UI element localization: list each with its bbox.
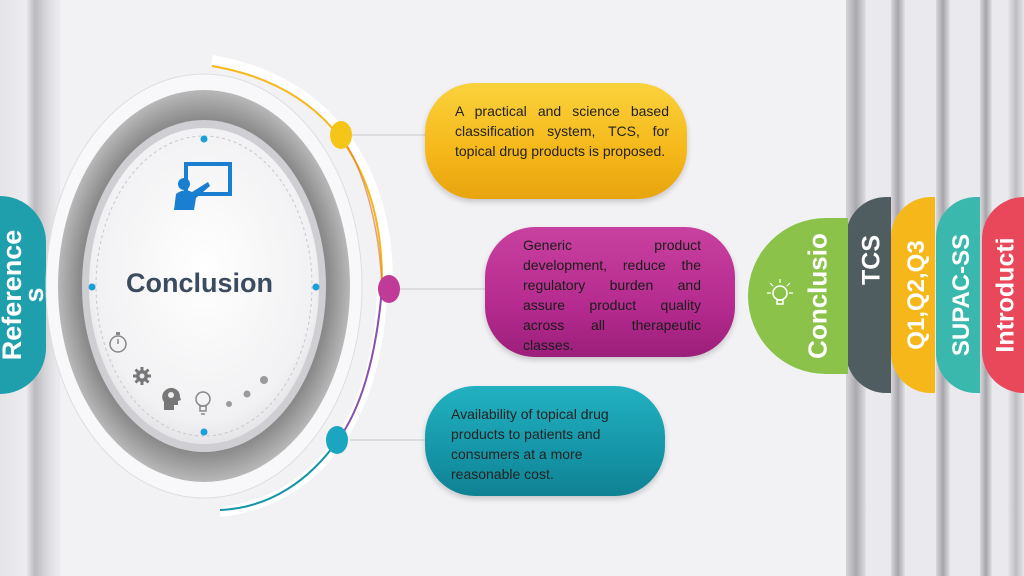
tab-q1q2q3[interactable]: Q1,Q2,Q3 bbox=[891, 197, 935, 393]
page-title: Conclusion bbox=[126, 268, 273, 298]
node-dot-2 bbox=[378, 275, 400, 303]
point-1-text: A practical and science based classifica… bbox=[455, 103, 669, 159]
point-2: Generic product development, reduce the … bbox=[485, 227, 735, 357]
presentation-icon bbox=[174, 162, 232, 210]
point-2-text: Generic product development, reduce the … bbox=[523, 237, 701, 353]
head-gears-icon bbox=[162, 387, 181, 410]
tab-tcs[interactable]: TCS bbox=[846, 197, 891, 393]
tab-introduction[interactable]: Introducti bbox=[982, 197, 1024, 393]
point-3-text: Availability of topical drug products to… bbox=[451, 406, 609, 482]
lightbulb-icon bbox=[195, 391, 211, 415]
tab-supac-ss-label: SUPAC-SS bbox=[948, 233, 975, 357]
gear-icon bbox=[133, 367, 151, 385]
tab-tcs-label: TCS bbox=[857, 234, 886, 285]
node-dot-3 bbox=[326, 426, 348, 454]
point-3: Availability of topical drug products to… bbox=[425, 386, 665, 496]
tab-conclusion-label: Conclusio bbox=[802, 233, 833, 359]
stopwatch-icon bbox=[109, 332, 127, 353]
tab-introduction-label: Introducti bbox=[991, 237, 1020, 353]
point-1: A practical and science based classifica… bbox=[425, 83, 687, 199]
tab-references[interactable]: Reference s bbox=[0, 196, 46, 394]
tab-q1q2q3-label: Q1,Q2,Q3 bbox=[903, 240, 930, 350]
node-dot-1 bbox=[330, 121, 352, 149]
lightbulb-icon bbox=[767, 279, 793, 305]
tab-supac-ss[interactable]: SUPAC-SS bbox=[936, 197, 980, 393]
